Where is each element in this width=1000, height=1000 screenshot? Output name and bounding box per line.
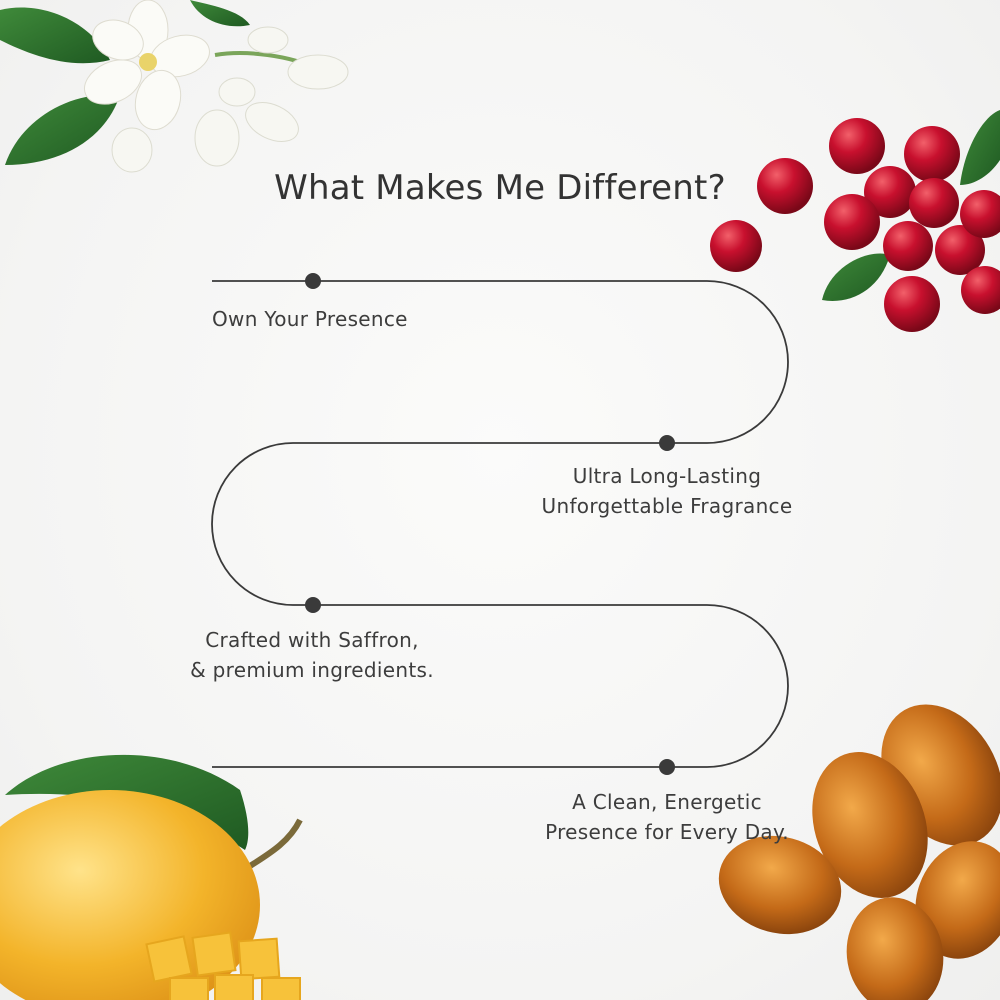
feature-label-saffron: Crafted with Saffron, & premium ingredie… [172,625,452,685]
feature-line: & premium ingredients. [190,658,434,682]
timeline-dot [659,759,675,775]
page-title: What Makes Me Different? [274,168,726,208]
feature-line: Crafted with Saffron, [205,628,419,652]
feature-line: A Clean, Energetic [572,790,762,814]
feature-label-presence: Own Your Presence [212,304,408,334]
feature-line: Own Your Presence [212,307,408,331]
mango-image [0,754,303,1000]
feature-label-energetic: A Clean, Energetic Presence for Every Da… [527,787,807,847]
feature-line: Ultra Long-Lasting [572,464,762,488]
timeline-dot [305,273,321,289]
timeline-dot [305,597,321,613]
feature-line: Unforgettable Fragrance [541,494,793,518]
feature-label-long-lasting: Ultra Long-Lasting Unforgettable Fragran… [527,461,807,521]
timeline-path [211,273,789,775]
timeline-dot [659,435,675,451]
jasmine-flowers-image [0,0,349,173]
cranberries-image [710,110,1000,332]
feature-line: Presence for Every Day. [545,820,789,844]
dates-image [718,704,1000,1000]
